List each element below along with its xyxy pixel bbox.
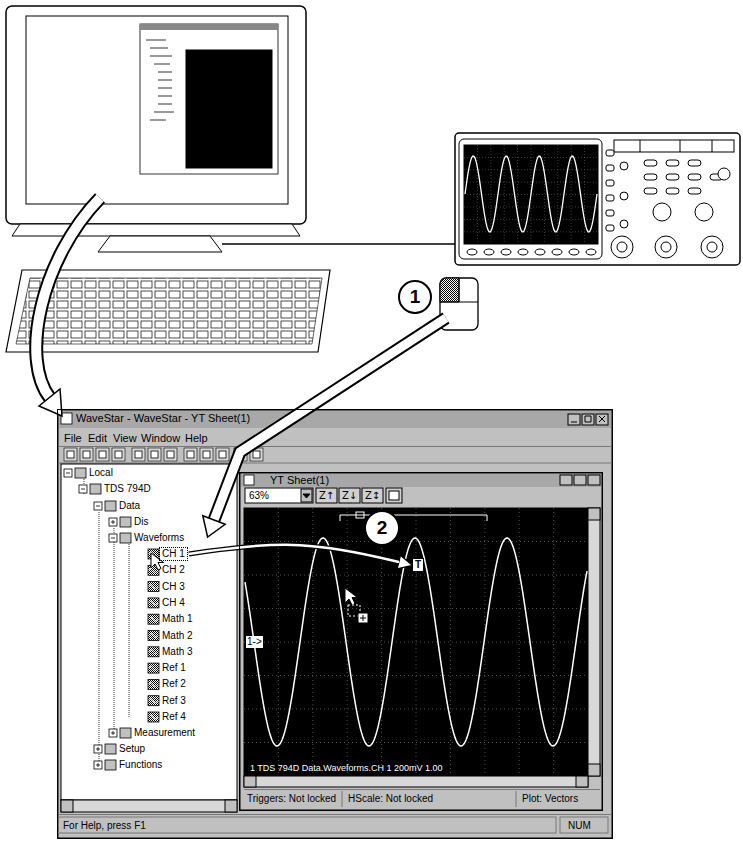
tree-item: CH 4 [162,597,185,609]
tree-item: Math 2 [162,630,193,642]
toolbar-button: Z↑ [319,490,334,502]
tree-item: Math 1 [162,613,193,625]
scope-controls [467,150,730,258]
status-text: NUM [568,820,591,832]
drag-arrow-line [189,545,411,565]
plot-graticule [244,508,588,776]
toolbar-button: 63% [249,490,269,502]
application-window-frame [58,410,612,838]
tree-item: CH 3 [162,581,185,593]
status-text: Triggers: Not locked [247,793,336,805]
status-text: For Help, press F1 [63,820,146,832]
cable [222,243,455,245]
trigger-marker: T [412,558,424,572]
plot-marker: 1-> [246,636,263,648]
toolbar-button: Z↕ [365,490,380,502]
tree-item: Waveforms [134,532,184,544]
tree-item: Ref 4 [162,711,186,723]
tree-item: Dis [134,516,148,528]
menu-item: Window [141,432,180,445]
tree-item: Local [89,467,113,479]
scope-graticule [464,145,598,244]
toolbar-button: Z↓ [342,490,357,502]
status-text: Plot: Vectors [522,793,578,805]
tree-item: Math 3 [162,646,193,658]
tree-item: Ref 2 [162,678,186,690]
menu-item: View [113,432,137,445]
status-text: HScale: Not locked [348,793,433,805]
window-title: WaveStar - WaveStar - YT Sheet(1) [58,410,612,425]
tree-icons [64,468,159,770]
trace-bracket [340,512,487,521]
tree-item: Ref 1 [162,662,186,674]
mouse-pointer [151,553,164,570]
drag-arrow-casing [189,545,411,565]
tree-item: CH 2 [162,564,185,576]
drag-cursor [345,588,368,623]
mouse-to-tree-arrow [203,318,446,537]
plot-trace [245,538,587,746]
item-text: CH 1 [162,548,185,560]
repeated-strokes [64,145,730,776]
tree-item: CH 1 [160,548,187,560]
tree-item: Functions [119,759,162,771]
tree-item: TDS 794D [104,483,151,495]
callout-text: 1 [410,286,421,308]
application-window: T YT Sheet(1) CH 1 WaveStar - WaveStar - YT… [58,410,612,838]
menu-item: Edit [88,432,107,445]
plot-marker: 1 TDS 794D Data.Waveforms.CH 1 200mV 1.0… [250,763,443,774]
callout-number: 1 [398,280,432,314]
drag-arrow [189,545,411,565]
callout-number: 2 [364,510,400,546]
scope-trace [465,156,597,232]
computer-monitor [6,6,306,252]
monitor-to-window-arrow [36,198,100,416]
tree-item: Setup [119,743,145,755]
tree-item: Data [119,500,140,512]
item-text: T [415,559,421,571]
yt-sheet-window: T YT Sheet(1) [240,473,602,810]
menu-item: Help [185,432,208,445]
yt-sheet-frame [240,473,602,810]
menu-item: File [64,432,82,445]
tree-item: Measurement [134,727,195,739]
tree-item: Ref 3 [162,695,186,707]
callout-text: 2 [377,517,388,539]
oscilloscope [455,133,740,265]
window-title: YT Sheet(1) [240,473,602,487]
